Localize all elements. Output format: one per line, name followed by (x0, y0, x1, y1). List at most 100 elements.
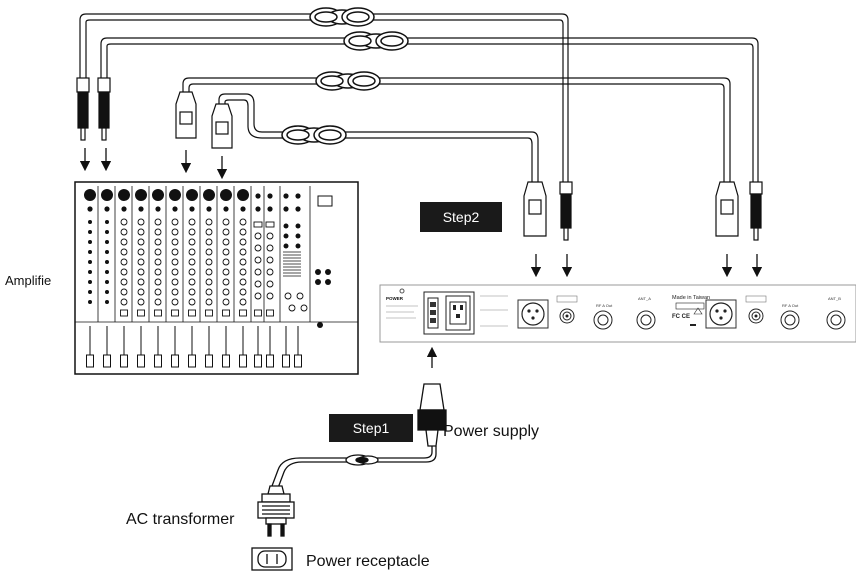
ac-transformer-plug (257, 485, 295, 537)
gain-knob (203, 189, 215, 201)
eq-knob (154, 218, 162, 226)
eq-knob (171, 218, 179, 226)
aux-dot (295, 206, 301, 212)
eq-knob (154, 228, 162, 236)
pad-dot (206, 206, 212, 212)
jack-plug-4 (749, 181, 763, 241)
ac-transformer-label: AC transformer (126, 511, 235, 528)
power-supply-plug (417, 383, 447, 447)
eq-knob (188, 298, 196, 306)
pad-dot (104, 206, 110, 212)
eq-knob (154, 298, 162, 306)
aux-dot (267, 206, 273, 212)
gain-knob (220, 189, 232, 201)
eq-knob (239, 298, 247, 306)
eq-knob (222, 258, 230, 266)
jack-plug-1 (76, 77, 90, 141)
eq-dot (105, 230, 109, 234)
eq-knob (239, 228, 247, 236)
eq-knob (239, 218, 247, 226)
eq-knob (254, 268, 262, 276)
eq-knob (205, 228, 213, 236)
eq-knob (154, 248, 162, 256)
fader-cap (137, 354, 145, 368)
eq-knob (188, 218, 196, 226)
eq-knob (222, 248, 230, 256)
mute-button (188, 309, 196, 317)
eq-knob (171, 288, 179, 296)
eq-knob (205, 268, 213, 276)
amplifier-label: Amplifie (5, 273, 52, 288)
pad-dot (138, 206, 144, 212)
pad-dot (240, 206, 246, 212)
mute-button (171, 309, 179, 317)
eq-knob (266, 268, 274, 276)
cable-coil-2 (343, 31, 409, 51)
eq-knob (222, 268, 230, 276)
gain-knob (101, 189, 113, 201)
aux-dot (255, 206, 261, 212)
eq-knob (120, 238, 128, 246)
power-receptacle-label: Power receptacle (306, 553, 430, 570)
eq-dot (88, 290, 92, 294)
pad-dot (223, 206, 229, 212)
eq-knob (171, 228, 179, 236)
fcc-ce-marks: FC CE (672, 314, 690, 320)
mute-button (137, 309, 145, 317)
eq-knob (137, 228, 145, 236)
power-supply-label: Power supply (443, 423, 540, 440)
eq-knob (137, 248, 145, 256)
svg-text:ANT_A: ANT_A (638, 296, 651, 301)
master-dot (283, 223, 289, 229)
eq-knob (137, 218, 145, 226)
fader-cap (205, 354, 213, 368)
fader-cap (282, 354, 290, 368)
eq-knob (171, 258, 179, 266)
eq-dot (105, 220, 109, 224)
eq-knob (254, 280, 262, 288)
eq-knob (120, 218, 128, 226)
eq-knob (266, 256, 274, 264)
pad-dot (172, 206, 178, 212)
step1-badge: Step1 (329, 414, 413, 442)
svg-text:RF A Out: RF A Out (596, 303, 613, 308)
eq-knob (154, 288, 162, 296)
eq-knob (120, 268, 128, 276)
jack-plug-2 (97, 77, 111, 141)
eq-knob (137, 288, 145, 296)
xlr-plug-3 (523, 181, 547, 237)
aux-dot (283, 206, 289, 212)
mute-button (120, 309, 128, 317)
eq-knob (205, 238, 213, 246)
xlr-plug-4 (715, 181, 739, 237)
eq-knob (171, 238, 179, 246)
eq-dot (88, 240, 92, 244)
pad-dot (87, 206, 93, 212)
eq-knob (205, 298, 213, 306)
jack-plug-3 (559, 181, 573, 241)
eq-knob (254, 256, 262, 264)
eq-knob (205, 288, 213, 296)
fader-cap (171, 354, 179, 368)
fader-cap (222, 354, 230, 368)
eq-dot (105, 250, 109, 254)
eq-dot (88, 270, 92, 274)
master-dot (295, 223, 301, 229)
eq-dot (105, 300, 109, 304)
eq-knob (154, 238, 162, 246)
eq-knob (222, 278, 230, 286)
eq-knob (266, 244, 274, 252)
mixer-arrows (79, 148, 228, 180)
power-title: POWER (386, 296, 404, 301)
fader-cap (86, 354, 94, 368)
pad-dot (155, 206, 161, 212)
mute-button (222, 309, 230, 317)
eq-knob (171, 268, 179, 276)
eq-dot (105, 260, 109, 264)
cable-3 (182, 77, 731, 182)
receiver-arrows (530, 254, 763, 278)
eq-knob (239, 278, 247, 286)
eq-knob (171, 278, 179, 286)
